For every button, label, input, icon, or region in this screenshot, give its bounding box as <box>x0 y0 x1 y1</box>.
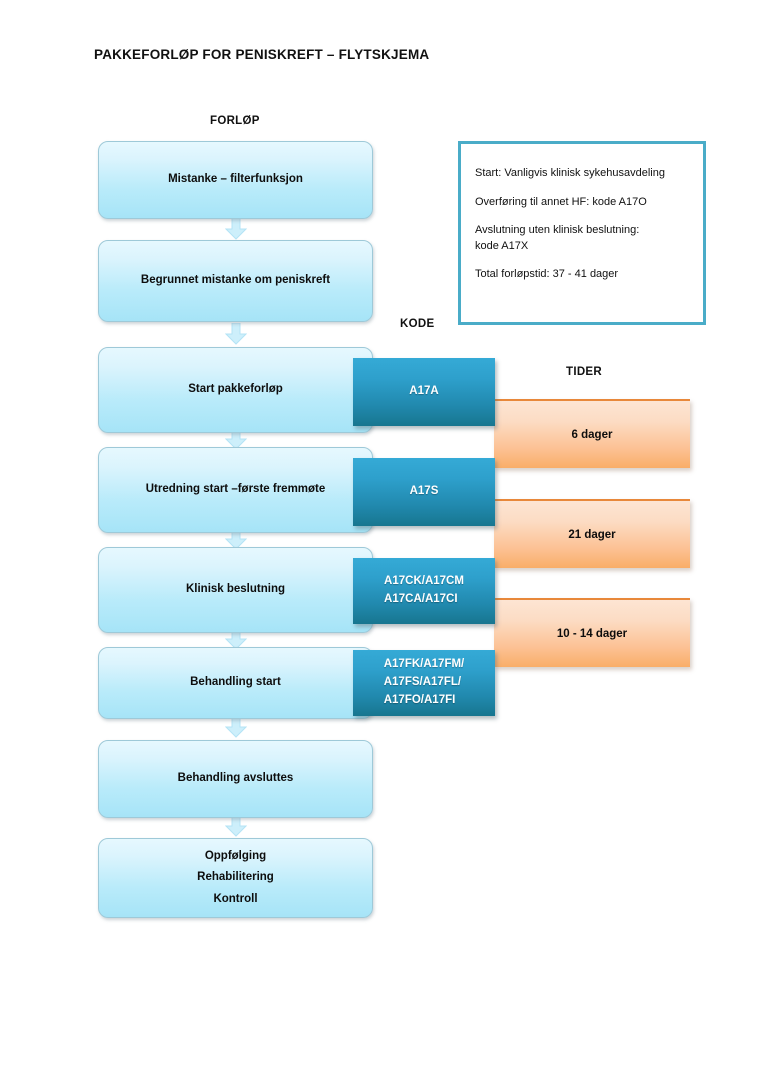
code-box-label: A17CK/A17CM A17CA/A17CI <box>384 575 464 605</box>
time-box-10-14-dager[interactable]: 10 - 14 dager <box>494 598 690 667</box>
code-box-label: A17FK/A17FM/ A17FS/A17FL/ A17FO/A17FI <box>383 658 465 706</box>
flow-box-oppfolging-rehabilitering-kontroll[interactable]: Oppfølging Rehabilitering Kontroll <box>98 838 373 918</box>
flow-box-label: Utredning start –første fremmøte <box>145 483 326 496</box>
flow-box-label: Behandling avsluttes <box>177 772 294 785</box>
flow-box-klinisk-beslutning[interactable]: Klinisk beslutning <box>98 547 373 633</box>
page-title: PAKKEFORLØP FOR PENISKREFT – FLYTSKJEMA <box>94 47 430 62</box>
flow-box-label: Behandling start <box>190 676 281 689</box>
code-box-a17c-group[interactable]: A17CK/A17CM A17CA/A17CI <box>353 558 495 624</box>
column-header-forlop: FORLØP <box>210 115 260 127</box>
time-box-label: 21 dager <box>568 528 616 541</box>
time-box-label: 6 dager <box>571 428 613 441</box>
code-box-a17s[interactable]: A17S <box>353 458 495 526</box>
flow-box-begrunnet-mistanke[interactable]: Begrunnet mistanke om peniskreft <box>98 240 373 322</box>
flow-box-utredning-start[interactable]: Utredning start –første fremmøte <box>98 447 373 533</box>
info-line-start: Start: Vanligvis klinisk sykehusavdeling <box>475 167 665 179</box>
info-line-overforing: Overføring til annet HF: kode A17O <box>475 195 647 208</box>
code-box-a17a[interactable]: A17A <box>353 358 495 426</box>
flow-box-behandling-start[interactable]: Behandling start <box>98 647 373 719</box>
flow-box-start-pakkeforlop[interactable]: Start pakkeforløp <box>98 347 373 433</box>
flow-box-label: Start pakkeforløp <box>188 383 283 396</box>
flow-box-behandling-avsluttes[interactable]: Behandling avsluttes <box>98 740 373 818</box>
info-line-total-tid: Total forløpstid: 37 - 41 dager <box>475 268 619 281</box>
flow-box-label: Mistanke – filterfunksjon <box>168 173 303 186</box>
flow-box-mistanke-filterfunksjon[interactable]: Mistanke – filterfunksjon <box>98 141 373 219</box>
time-box-21-dager[interactable]: 21 dager <box>494 499 690 568</box>
code-box-a17f-group[interactable]: A17FK/A17FM/ A17FS/A17FL/ A17FO/A17FI <box>353 650 495 716</box>
time-box-6-dager[interactable]: 6 dager <box>494 399 690 468</box>
down-arrow-icon <box>225 815 247 837</box>
time-box-label: 10 - 14 dager <box>556 627 628 640</box>
column-header-kode: KODE <box>400 318 435 330</box>
flow-box-label: Begrunnet mistanke om peniskreft <box>140 274 331 287</box>
column-header-tider: TIDER <box>566 366 602 378</box>
down-arrow-icon <box>225 218 247 240</box>
code-box-label: A17A <box>409 385 439 398</box>
down-arrow-icon <box>225 716 247 738</box>
down-arrow-icon <box>225 323 247 345</box>
flow-box-label: Oppfølging Rehabilitering Kontroll <box>197 850 274 905</box>
info-line-avslutning: Avslutning uten klinisk beslutning: kode… <box>475 224 640 252</box>
flow-box-label: Klinisk beslutning <box>185 583 286 596</box>
code-box-label: A17S <box>409 485 439 498</box>
info-box: Start: Vanligvis klinisk sykehusavdeling… <box>458 141 706 325</box>
